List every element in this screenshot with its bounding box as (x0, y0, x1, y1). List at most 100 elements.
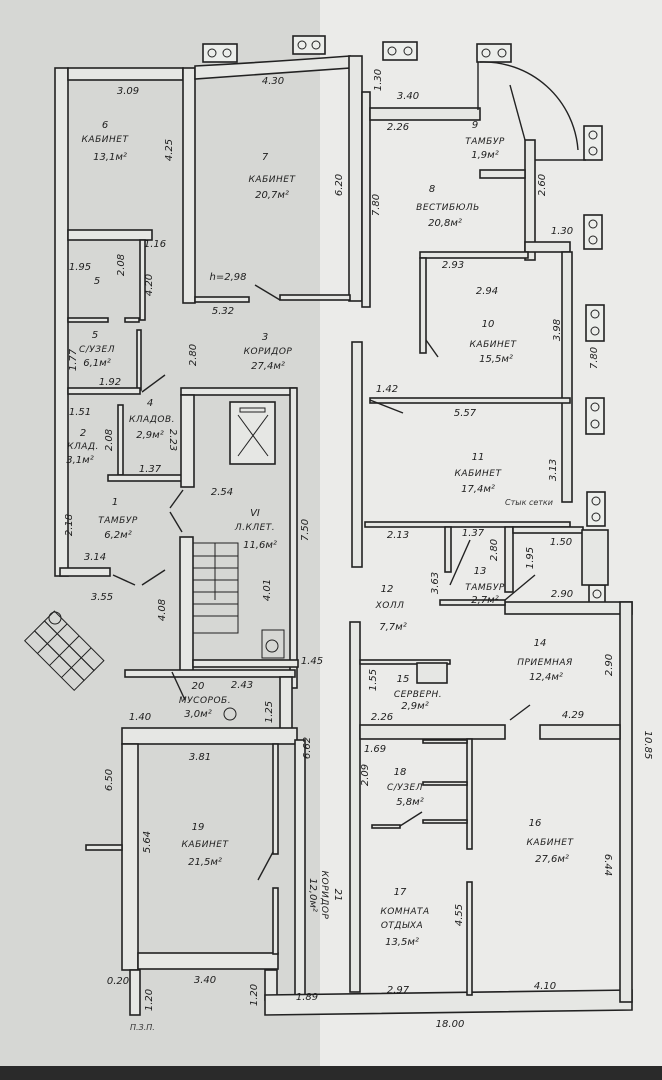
plan-label: 5.57 (454, 408, 477, 419)
plan-label: 2.13 (387, 530, 409, 541)
plan-label: 7.80 (371, 194, 382, 216)
plan-label: 8 (429, 184, 435, 195)
plan-label: 6.50 (104, 769, 115, 791)
plan-label: 13 (474, 566, 487, 577)
plan-label: 6,1м² (83, 358, 110, 369)
room-VI: VI Л.КЛЕТ. 11,6м² (234, 508, 277, 551)
plan-label: 11,6м² (243, 540, 277, 551)
plan-label: 3.40 (194, 975, 216, 986)
plan-label: 13,1м² (93, 152, 127, 163)
plan-label: 4.20 (144, 274, 155, 296)
plan-label: С/УЗЕЛ (387, 783, 423, 793)
plan-label: 6 (102, 120, 108, 131)
plan-label: КЛАД. (67, 442, 99, 452)
plan-label: VI (250, 508, 260, 519)
plan-label: 4.25 (164, 139, 175, 161)
plan-label: 14 (534, 638, 547, 649)
plan-label: МУСОРОБ. (179, 696, 231, 706)
plan-label: 1.45 (301, 656, 323, 667)
plan-label: 2.54 (211, 487, 233, 498)
plan-label: 2.23 (167, 429, 178, 451)
plan-label: 3.63 (430, 572, 441, 594)
plan-label: 12,0м² (307, 878, 318, 912)
plan-label: 3.98 (552, 319, 563, 341)
plan-label: 7 (262, 152, 269, 163)
plan-label: 1.50 (550, 537, 572, 548)
plan-label: 1.89 (296, 992, 318, 1003)
doors (112, 84, 536, 881)
plan-label: 5 (94, 276, 100, 287)
plan-label: 4.55 (454, 904, 465, 926)
plan-label: КАБИНЕТ (82, 135, 130, 145)
plan-label: 1.42 (376, 384, 398, 395)
plan-label: 1.16 (144, 239, 166, 250)
stamp-text: П.З.П. (130, 1023, 155, 1032)
plan-label: 1.20 (249, 984, 260, 1006)
plan-label: ВЕСТИБЮЛЬ (416, 203, 480, 213)
plan-label: КАБИНЕТ (470, 340, 518, 350)
plan-label: 6,2м² (104, 530, 131, 541)
plan-label: ТАМБУР (465, 583, 505, 593)
plan-label: 5.64 (142, 831, 153, 853)
plan-label: 21 (332, 889, 343, 902)
plan-label: 27,6м² (535, 854, 569, 865)
plan-label: 3,0м² (184, 709, 211, 720)
plan-label: 1.37 (462, 528, 485, 539)
plan-label: 4.10 (534, 981, 556, 992)
plan-label: 12,4м² (529, 672, 563, 683)
plan-label: 21,5м² (188, 857, 222, 868)
plan-label: 16 (529, 818, 542, 829)
plan-label: 7,7м² (379, 622, 406, 633)
plan-label: 1.51 (69, 407, 91, 418)
plan-label: 19 (192, 822, 205, 833)
plan-label: 7.50 (300, 519, 311, 541)
handwritten-note: Стык сетки (505, 498, 553, 507)
plan-label: 4.29 (562, 710, 584, 721)
plan-label: 3.14 (84, 552, 106, 563)
plan-label: 4.30 (262, 76, 284, 87)
plan-label: ХОЛЛ (375, 601, 405, 611)
plan-label: 1.20 (144, 989, 155, 1011)
plan-label: 10.85 (642, 731, 653, 760)
plan-label: 1.69 (364, 744, 386, 755)
plan-label: 6.62 (302, 737, 313, 759)
plan-label: 15,5м² (479, 354, 513, 365)
plan-label: 20,7м² (255, 190, 289, 201)
plan-label: Л.КЛЕТ. (234, 523, 275, 533)
plan-label: 2.80 (188, 344, 199, 366)
plan-label: 2.18 (64, 514, 75, 536)
plan-label: КЛАДОВ. (129, 415, 175, 425)
plan-label: 2.93 (442, 260, 464, 271)
plan-label: 11 (472, 452, 485, 463)
plan-label: СЕРВЕРН. (394, 690, 442, 700)
plan-label: 1.77 (68, 348, 79, 371)
plan-label: 4.08 (157, 599, 168, 621)
plan-label: 12 (381, 584, 394, 595)
plan-label: ОТДЫХА (381, 921, 423, 931)
plan-label: 2.94 (476, 286, 498, 297)
plan-label: 2.43 (231, 680, 253, 691)
plan-label: 2.08 (104, 429, 115, 451)
plan-label: ТАМБУР (465, 137, 505, 147)
plan-label: 2.08 (116, 254, 127, 276)
plan-label: 3.40 (397, 91, 419, 102)
walls (23, 55, 633, 1016)
plan-label: 2.90 (551, 589, 573, 600)
plan-label: 6.20 (334, 174, 345, 196)
plan-label: 3 (262, 332, 268, 343)
plan-label: С/УЗЕЛ (79, 345, 115, 355)
plan-label: 27,4м² (251, 361, 285, 372)
plan-label: КАБИНЕТ (182, 840, 230, 850)
